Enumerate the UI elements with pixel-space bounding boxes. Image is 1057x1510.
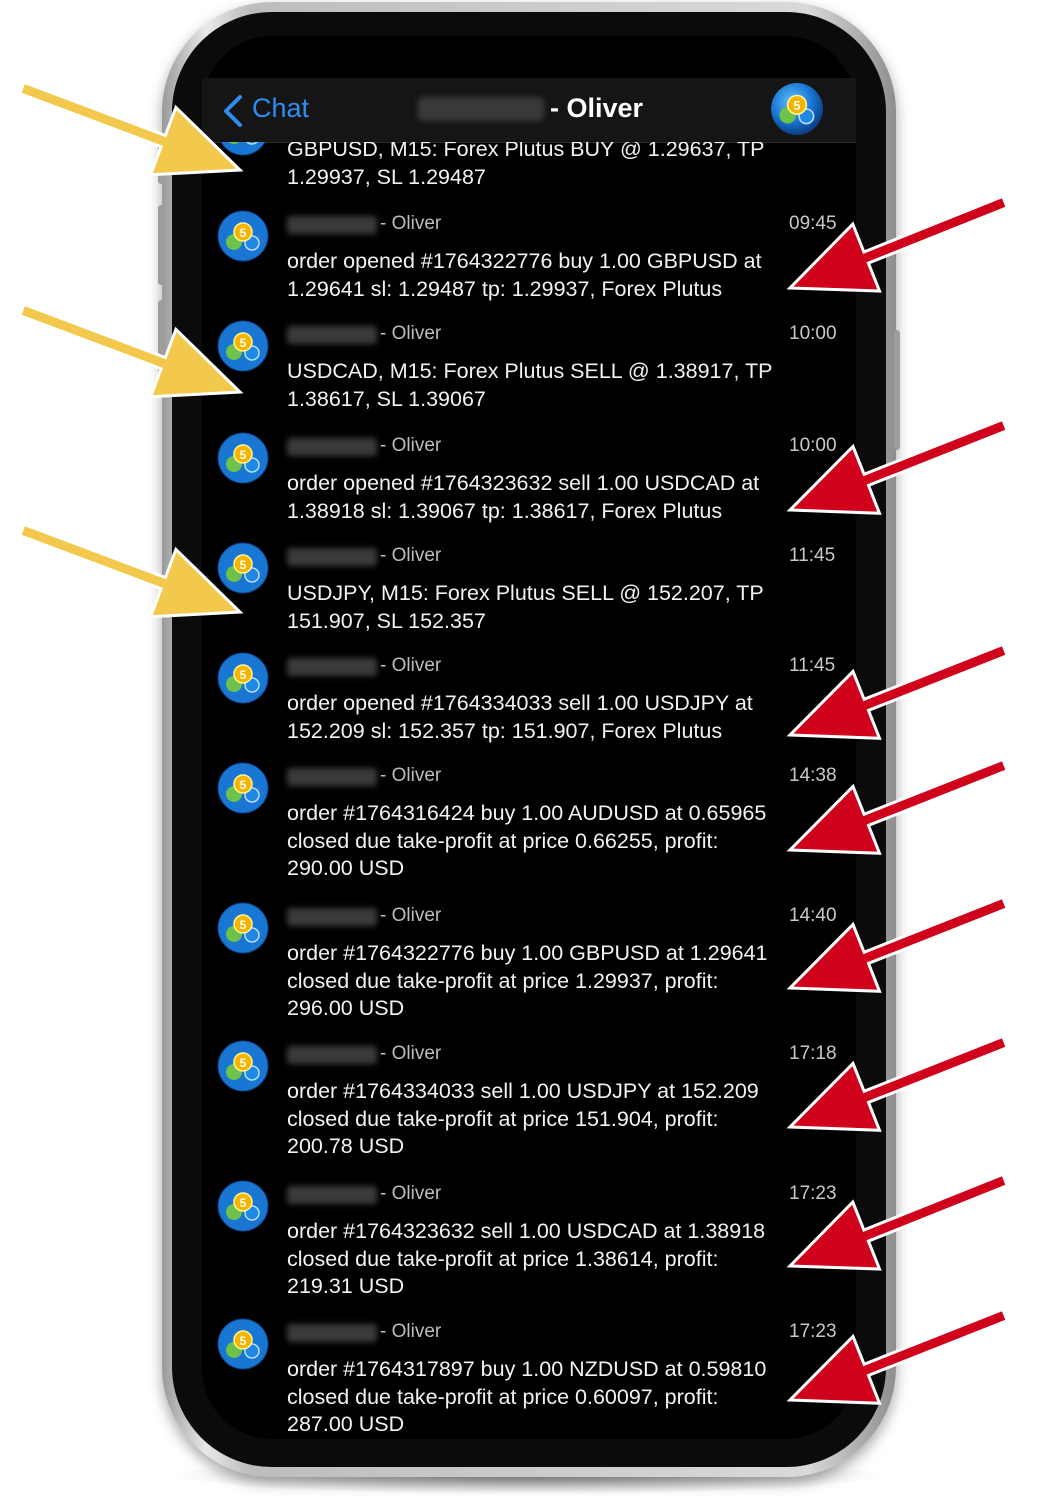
volume-up-button (158, 205, 164, 285)
message-list[interactable]: 5 GBPUSD, M15: Forex Plutus BUY @ 1.2963… (202, 142, 856, 1439)
avatar: 5 (217, 542, 269, 594)
message-time: 11:45 (789, 655, 836, 676)
avatar: 5 (217, 902, 269, 954)
message-body: order #1764334033 sell 1.00 USDJPY at 15… (287, 1079, 759, 1158)
svg-text:5: 5 (240, 918, 247, 932)
redacted-sender-account (287, 908, 377, 926)
message-time: 17:18 (789, 1043, 837, 1064)
redacted-sender-account (287, 1186, 377, 1204)
chevron-left-icon[interactable] (220, 94, 246, 128)
message-body: order #1764316424 buy 1.00 AUDUSD at 0.6… (287, 801, 767, 880)
avatar: 5 (217, 1318, 269, 1370)
message-time: 10:00 (789, 435, 837, 456)
message-time: 11:45 (789, 545, 836, 566)
redacted-sender-account (287, 1046, 377, 1064)
avatar: 5 (217, 1040, 269, 1092)
redacted-sender-account (287, 438, 377, 456)
sender-name: - Oliver (380, 213, 442, 234)
message-body: USDJPY, M15: Forex Plutus SELL @ 152.207… (287, 581, 764, 633)
message-time: 10:00 (789, 323, 837, 344)
sender-name: - Oliver (380, 435, 442, 456)
svg-text:5: 5 (240, 448, 247, 462)
power-button (894, 330, 900, 450)
svg-text:5: 5 (240, 226, 247, 240)
svg-text:5: 5 (240, 1056, 247, 1070)
screen (202, 36, 856, 1439)
redacted-sender-account (287, 548, 377, 566)
sender-name: - Oliver (380, 545, 442, 566)
message-time: 14:38 (789, 765, 837, 786)
volume-down-button (158, 300, 164, 380)
svg-text:5: 5 (794, 99, 801, 113)
svg-text:5: 5 (240, 778, 247, 792)
svg-text:5: 5 (240, 668, 247, 682)
sender-name: - Oliver (380, 1043, 442, 1064)
sender-name: - Oliver (380, 655, 442, 676)
redacted-sender-account (287, 768, 377, 786)
avatar: 5 (217, 142, 269, 156)
sender-name: - Oliver (380, 1321, 442, 1342)
message-body: order opened #1764334033 sell 1.00 USDJP… (287, 691, 753, 743)
sender-name: - Oliver (380, 765, 442, 786)
avatar: 5 (217, 210, 269, 262)
svg-text:5: 5 (240, 1196, 247, 1210)
message-body: GBPUSD, M15: Forex Plutus BUY @ 1.29637,… (287, 142, 765, 189)
svg-text:5: 5 (240, 1334, 247, 1348)
avatar: 5 (217, 320, 269, 372)
redacted-account-number (418, 97, 544, 121)
message-body: order opened #1764323632 sell 1.00 USDCA… (287, 471, 760, 523)
svg-text:5: 5 (240, 558, 247, 572)
message-time: 17:23 (789, 1321, 837, 1342)
sender-name: - Oliver (380, 1183, 442, 1204)
message-time: 14:40 (789, 905, 837, 926)
message-time: 17:23 (789, 1183, 837, 1204)
redacted-sender-account (287, 658, 377, 676)
redacted-sender-account (287, 1324, 377, 1342)
back-button[interactable]: Chat (252, 93, 310, 123)
message-body: USDCAD, M15: Forex Plutus SELL @ 1.38917… (287, 359, 773, 411)
sender-name: - Oliver (380, 905, 442, 926)
svg-text:5: 5 (240, 336, 247, 350)
sender-name: - Oliver (380, 323, 442, 344)
message-time: 09:45 (789, 213, 837, 234)
redacted-sender-account (287, 326, 377, 344)
avatar: 5 (217, 762, 269, 814)
message-body: order #1764317897 buy 1.00 NZDUSD at 0.5… (287, 1357, 767, 1436)
metatrader5-logo-icon[interactable]: 5 (770, 82, 824, 136)
redacted-sender-account (287, 216, 377, 234)
message-body: order #1764322776 buy 1.00 GBPUSD at 1.2… (287, 941, 768, 1020)
avatar: 5 (217, 1180, 269, 1232)
chat-title: - Oliver (550, 93, 644, 123)
message-body: order opened #1764322776 buy 1.00 GBPUSD… (287, 249, 762, 301)
avatar: 5 (217, 432, 269, 484)
mute-switch (158, 140, 164, 184)
avatar: 5 (217, 652, 269, 704)
message-body: order #1764323632 sell 1.00 USDCAD at 1.… (287, 1219, 766, 1298)
